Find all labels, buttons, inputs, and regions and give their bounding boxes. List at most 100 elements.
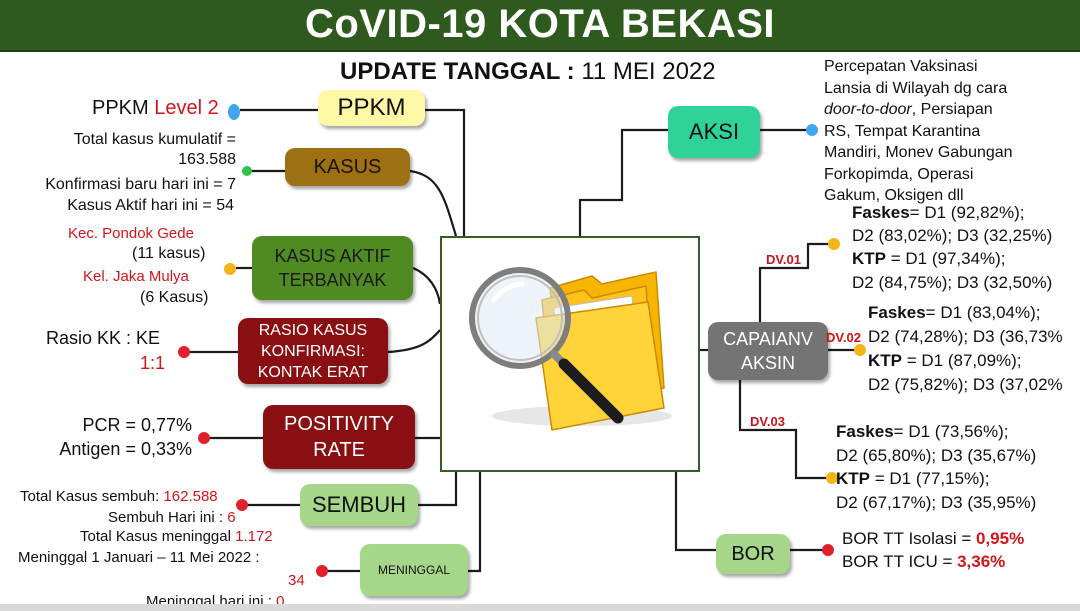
rasio-box-label: RASIO KASUS KONFIRMASI: KONTAK ERAT <box>257 321 369 381</box>
dv03-ktp: KTP = D1 (77,15%); <box>836 468 990 490</box>
bor-icu-label: BOR TT ICU = <box>842 552 958 571</box>
rasio-text: Rasio KK : KE <box>46 328 161 348</box>
sembuh-box: SEMBUH <box>300 484 418 526</box>
dv02-ktp-d1: = D1 (87,09%); <box>902 351 1022 370</box>
sembuh-dot <box>236 499 248 511</box>
positivity-box: POSITIVITY RATE <box>263 405 415 469</box>
dv03-ktp-label: KTP <box>836 469 870 488</box>
dv03-faskes: Faskes= D1 (73,56%); <box>836 421 1008 443</box>
aksi-line-4: RS, Tempat Karantina <box>824 122 981 140</box>
update-label: UPDATE TANGGAL : <box>340 58 575 85</box>
center-image-box <box>440 236 700 472</box>
dv01-ktp: KTP = D1 (97,34%); <box>852 248 1006 270</box>
sembuh-today: Sembuh Hari ini : 6 <box>108 508 236 527</box>
meninggal-total-value: 1.172 <box>235 528 273 545</box>
capaian-box-label-line2: AKSIN <box>740 353 796 373</box>
capaian-box: CAPAIANV AKSIN <box>708 322 828 380</box>
kecamatan-count: (11 kasus) <box>132 245 206 262</box>
dv02-faskes-rest: D2 (74,28%); D3 (36,73% <box>868 327 1063 346</box>
wire-meninggal <box>468 468 482 573</box>
dv03-dot <box>826 472 838 484</box>
positivity-pcr: PCR = 0,77% <box>82 415 192 435</box>
dv03-tag: DV.03 <box>750 414 785 429</box>
wire-ppkm <box>425 108 466 236</box>
aksi-box-label: AKSI <box>688 119 740 144</box>
bor-isolasi: BOR TT Isolasi = 0,95% <box>842 528 1024 550</box>
meninggal-total: Total Kasus meninggal 1.172 <box>80 527 273 546</box>
folder-magnifier-icon <box>469 267 672 431</box>
sembuh-total-label: Total Kasus sembuh: <box>20 488 160 505</box>
dv01-faskes-rest: D2 (83,02%); D3 (32,25%) <box>852 226 1053 245</box>
bor-isolasi-value: 0,95% <box>976 529 1025 548</box>
dv01-faskes-d1: = D1 (92,82%); <box>909 203 1025 222</box>
dv02-ktp-rest: D2 (75,82%); D3 (37,02% <box>868 375 1063 394</box>
rasio-box: RASIO KASUS KONFIRMASI: KONTAK ERAT <box>238 318 388 384</box>
ppkm-level: Level 2 <box>154 97 219 119</box>
meninggal-today-value: 0 <box>276 593 285 610</box>
wire-kasus <box>409 169 458 237</box>
dv03-faskes-label: Faskes <box>836 422 894 441</box>
wire-sembuh <box>418 468 458 507</box>
dv01-tag: DV.01 <box>766 252 801 267</box>
meninggal-range-label: Meninggal 1 Januari – 11 Mei 2022 : <box>18 549 260 566</box>
aksi-text: Percepatan Vaksinasi Lansia di Wilayah d… <box>824 56 1074 207</box>
meninggal-box-label: MENINGGAL <box>377 563 450 577</box>
dv03-faskes-rest: D2 (65,80%); D3 (35,67%) <box>836 446 1037 465</box>
dv02-ktp-label: KTP <box>868 351 902 370</box>
kasus-total-line: Total kasus kumulatif = <box>73 131 236 148</box>
kasus-box-label: KASUS <box>313 155 382 178</box>
positivity-box-label: POSITIVITY RATE <box>283 413 395 461</box>
bor-box: BOR <box>716 534 790 574</box>
aksi-line-3b: , Persiapan <box>911 101 993 118</box>
dv01-ktp-rest: D2 (84,75%); D3 (32,50%) <box>852 273 1053 292</box>
aksi-line-1: Percepatan Vaksinasi <box>824 58 978 75</box>
kelurahan-count: (6 Kasus) <box>140 289 209 306</box>
aksi-dot <box>806 124 818 136</box>
ppkm-text-prefix: PPKM <box>92 97 149 119</box>
kasus-aktif-box: KASUS AKTIF TERBANYAK <box>252 236 413 300</box>
page-title: CoVID-19 KOTA BEKASI <box>304 2 776 46</box>
dv02-tag: DV.02 <box>826 330 861 345</box>
bor-dot <box>822 544 834 556</box>
wire-bor <box>674 468 716 552</box>
aksi-line-5: Mandiri, Monev Gabungan <box>824 144 1013 161</box>
aksi-box: AKSI <box>668 106 760 158</box>
bor-icu: BOR TT ICU = 3,36% <box>842 551 1005 573</box>
dv02-faskes-label: Faskes <box>868 303 926 322</box>
bor-icu-value: 3,36% <box>957 552 1006 571</box>
title-banner <box>0 0 1080 52</box>
dv01-ktp-label: KTP <box>852 249 886 268</box>
dv03-ktp-rest: D2 (67,17%); D3 (35,95%) <box>836 493 1037 512</box>
kasus-aktif-today: Kasus Aktif hari ini = 54 <box>67 197 234 214</box>
ppkm-dot <box>228 104 240 120</box>
dv01-faskes-label: Faskes <box>852 203 910 222</box>
dv03-faskes-d1: = D1 (73,56%); <box>893 422 1009 441</box>
ppkm-box-label: PPKM <box>337 94 406 121</box>
wire-aksi <box>578 128 668 236</box>
dv01-faskes: Faskes= D1 (92,82%); <box>852 202 1024 224</box>
dv02-faskes-d1: = D1 (83,04%); <box>925 303 1041 322</box>
meninggal-range-value: 34 <box>288 572 305 589</box>
dv02-faskes: Faskes= D1 (83,04%); <box>868 302 1040 324</box>
sembuh-total-value: 162.588 <box>163 488 218 505</box>
positivity-antigen: Antigen = 0,33% <box>59 439 192 459</box>
dv03-ktp-d1: = D1 (77,15%); <box>870 469 990 488</box>
kelurahan-name: Kel. Jaka Mulya <box>83 268 189 285</box>
update-date-line: UPDATE TANGGAL : 11 MEI 2022 <box>340 58 716 86</box>
kasus-konfirmasi: Konfirmasi baru hari ini = 7 <box>45 176 236 193</box>
meninggal-total-label: Total Kasus meninggal <box>80 528 231 545</box>
wire-dv01 <box>758 242 832 322</box>
rasio-value: 1:1 <box>140 353 166 373</box>
update-date: 11 MEI 2022 <box>581 58 716 85</box>
bor-isolasi-label: BOR TT Isolasi = <box>842 529 976 548</box>
kecamatan-name: Kec. Pondok Gede <box>68 225 194 242</box>
sembuh-box-label: SEMBUH <box>311 492 407 517</box>
dv02-ktp: KTP = D1 (87,09%); <box>868 350 1022 372</box>
ppkm-box: PPKM <box>318 90 425 126</box>
bor-box-label: BOR <box>731 542 775 565</box>
meninggal-box: MENINGGAL <box>360 544 468 596</box>
wire-kasus-aktif <box>412 266 442 305</box>
kasus-aktif-box-label: KASUS AKTIF TERBANYAK <box>274 246 391 290</box>
capaian-box-label-line1: CAPAIANV <box>723 329 813 349</box>
